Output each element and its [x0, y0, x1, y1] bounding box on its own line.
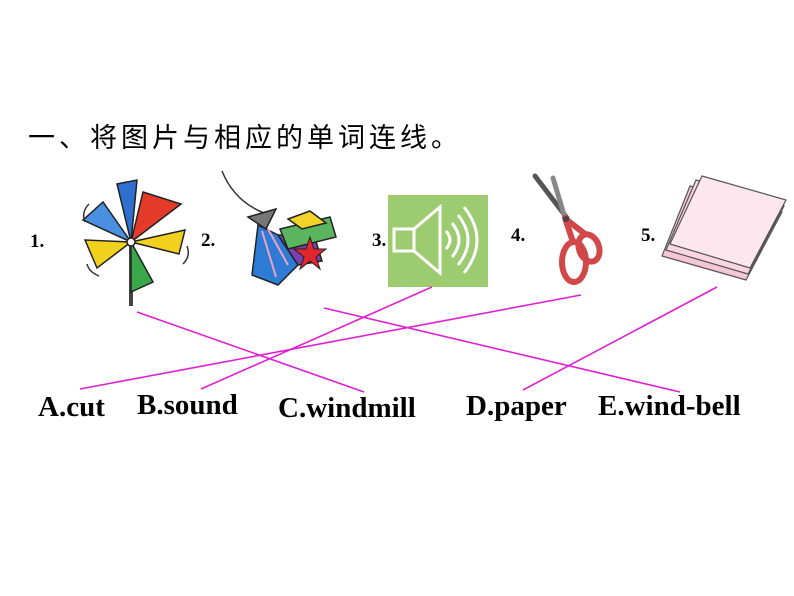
picture-label-3: 3. [372, 230, 387, 251]
match-line-2-E [323, 307, 681, 393]
word-option-b[interactable]: B.sound [137, 389, 238, 421]
match-line-4-A [79, 294, 582, 390]
word-option-a[interactable]: A.cut [38, 391, 105, 423]
picture-label-2: 2. [201, 230, 216, 251]
exercise-title: 一、将图片与相应的单词连线。 [28, 123, 462, 154]
pinwheel-icon[interactable] [75, 172, 195, 312]
scissors-icon[interactable] [527, 172, 603, 292]
paper-stack-icon[interactable] [660, 175, 790, 282]
picture-label-5: 5. [641, 225, 656, 246]
word-option-d[interactable]: D.paper [466, 390, 567, 422]
word-option-e[interactable]: E.wind-bell [598, 390, 741, 422]
word-option-c[interactable]: C.windmill [278, 392, 416, 424]
picture-label-4: 4. [511, 225, 526, 246]
match-line-1-C [136, 311, 365, 393]
speaker-sound-icon[interactable] [388, 195, 488, 287]
match-line-5-D [522, 286, 718, 391]
match-line-3-B [200, 286, 433, 390]
wind-bell-icon[interactable] [218, 165, 358, 305]
picture-label-1: 1. [30, 231, 45, 252]
